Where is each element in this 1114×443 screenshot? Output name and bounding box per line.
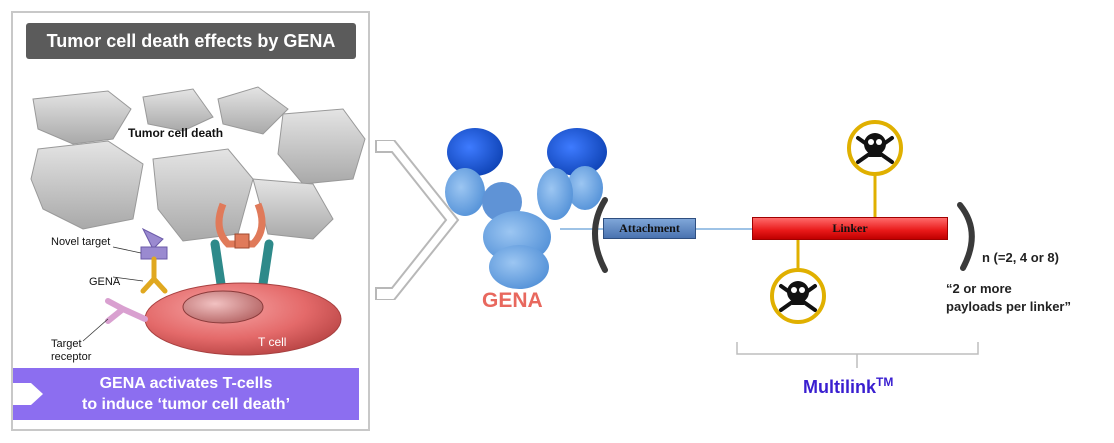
left-parenthesis xyxy=(592,197,608,273)
mechanism-banner: GENA activates T-cells to induce ‘tumor … xyxy=(13,368,359,420)
left-panel: Tumor cell death effects by GENA xyxy=(11,11,370,431)
skull-crossbones-icon xyxy=(770,268,826,324)
mechanism-illustration xyxy=(30,86,366,356)
payload-note-line-2: payloads per linker” xyxy=(946,299,1071,314)
multilink-label: MultilinkTM xyxy=(803,375,893,398)
banner-arrow-icon xyxy=(13,383,43,405)
label-novel-target: Novel target xyxy=(51,236,111,248)
payload-note-line-1: “2 or more xyxy=(946,281,1012,296)
label-target-receptor: Target receptor xyxy=(51,338,92,363)
gena-label: GENA xyxy=(482,289,543,312)
banner-line-2: to induce ‘tumor cell death’ xyxy=(81,396,291,413)
linker-box: Linker xyxy=(752,217,948,240)
label-tumor-cell-death: Tumor cell death xyxy=(128,126,224,140)
banner-line-1: GENA activates T-cells xyxy=(99,375,273,392)
label-gena-small: GENA xyxy=(89,276,121,288)
transition-arrow-icon xyxy=(375,140,460,300)
skull-crossbones-icon xyxy=(847,120,903,176)
repeat-count-label: n (=2, 4 or 8) xyxy=(982,250,1059,265)
multilink-trademark: TM xyxy=(876,375,894,389)
multilink-text: Multilink xyxy=(803,377,876,397)
payload-note: “2 or more payloads per linker” xyxy=(946,280,1071,316)
multilink-bracket xyxy=(736,342,979,355)
attachment-box: Attachment xyxy=(603,218,696,239)
panel-title: Tumor cell death effects by GENA xyxy=(26,23,356,59)
label-t-cell: T cell xyxy=(258,335,287,349)
antibody-icon xyxy=(445,128,607,289)
right-parenthesis xyxy=(957,202,975,271)
